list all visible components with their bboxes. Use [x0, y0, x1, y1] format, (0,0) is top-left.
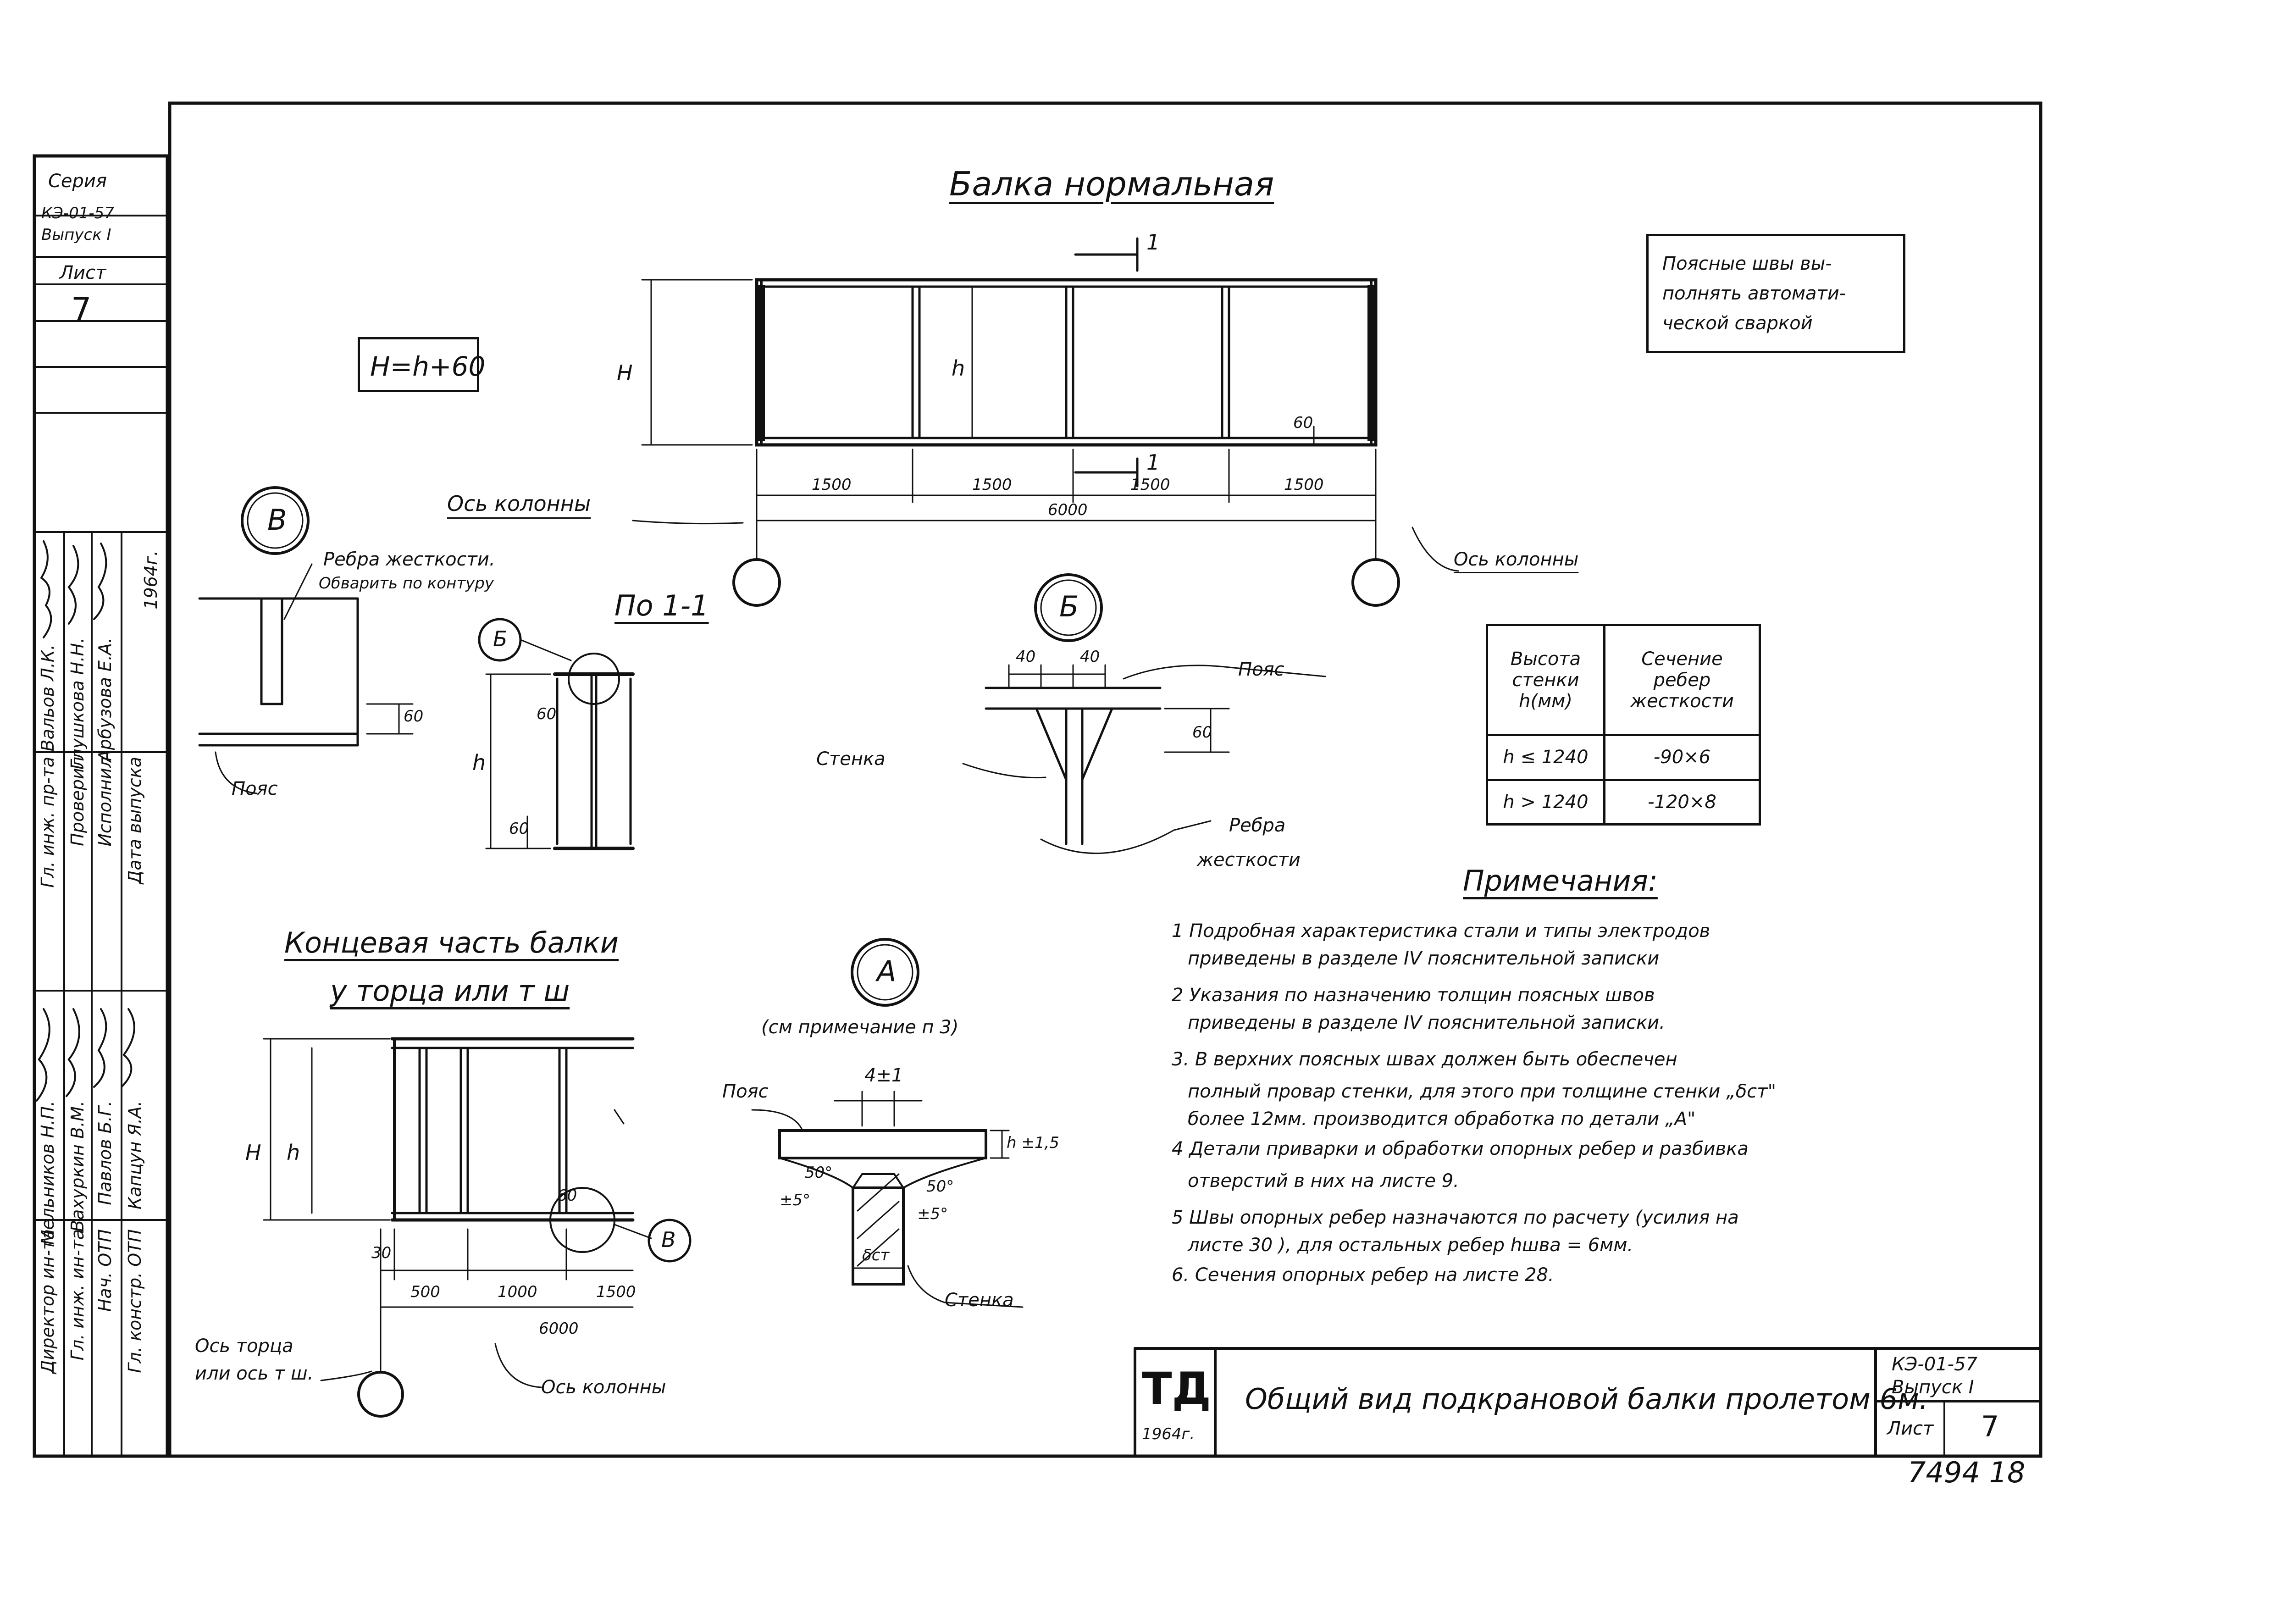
drawing-title: Общий вид подкрановой балки пролетом 6м.	[1245, 1382, 1928, 1416]
angle-50-right: 50°	[926, 1177, 954, 1196]
table-cell: h ≤ 1240	[1486, 734, 1605, 781]
main-title: Балка нормальная	[949, 165, 1274, 203]
stiffener-table: Высота стенки h(мм) Сечение ребер жестко…	[1486, 624, 1761, 826]
section-mark-bottom: 1	[1146, 450, 1160, 475]
note-line: 6. Сечения опорных ребер на листе 28.	[1172, 1264, 1554, 1286]
note-line: 3. В верхних поясных швах должен быть об…	[1172, 1049, 1677, 1070]
dim-end-total: 6000	[539, 1319, 579, 1338]
angle-50-left: 50°	[805, 1164, 833, 1182]
rib-label-b-2: жесткости	[1197, 849, 1301, 870]
detail-v-ref-label: В	[661, 1227, 676, 1252]
table-cell: -90×6	[1603, 734, 1761, 781]
block-sheet-number: 7	[1981, 1410, 1999, 1443]
logo-year: 1964г.	[1142, 1425, 1195, 1443]
logo: ТД	[1142, 1363, 1211, 1414]
dim-total-main: 6000	[1048, 501, 1088, 519]
stamp-sheet-label: Лист	[60, 262, 106, 283]
dim-40-b: 40	[1080, 648, 1100, 666]
note-line: 2 Указания по назначению толщин поясных …	[1172, 985, 1655, 1006]
note-line: приведены в разделе IV пояснительной зап…	[1188, 1012, 1665, 1033]
flange-label-v: Пояс	[232, 778, 278, 799]
stamp-series: КЭ-01-57	[41, 204, 114, 222]
dim-bay-1: 1500	[812, 476, 852, 494]
dim-H-end: H	[245, 1140, 261, 1165]
formula-box: H=h+60	[358, 337, 485, 392]
weld-note-line: полнять автомати-	[1662, 283, 1846, 304]
angle-5-left: ±5°	[780, 1191, 811, 1209]
dim-bay-3: 1500	[1130, 476, 1170, 494]
dim-end-bay-3: 1500	[596, 1283, 636, 1301]
dim-40-a: 40	[1016, 648, 1036, 666]
end-part-title-1: Концевая часть балки	[284, 926, 619, 959]
dim-60-end: 60	[557, 1186, 577, 1205]
axis-column-left: Ось колонны	[447, 491, 591, 516]
stamp-series-label: Серия	[48, 171, 107, 192]
note-line: 5 Швы опорных ребер назначаются по расче…	[1172, 1207, 1739, 1228]
dim-60-section-top: 60	[537, 705, 557, 723]
axis-end-label-2: или ось т ш.	[195, 1363, 314, 1384]
flange-label-a: Пояс	[722, 1081, 769, 1102]
table-header: Сечение ребер жесткости	[1603, 624, 1761, 736]
table-header: Высота стенки h(мм)	[1486, 624, 1605, 736]
note-line: 4 Детали приварки и обработки опорных ре…	[1172, 1138, 1749, 1159]
block-issue: Выпуск I	[1892, 1377, 1974, 1398]
dim-60-section-bottom: 60	[509, 820, 529, 838]
weld-around-label: Обварить по контуру	[319, 574, 494, 593]
note-line: приведены в разделе IV пояснительной зап…	[1188, 948, 1660, 969]
angle-5-right: ±5°	[917, 1205, 948, 1223]
detail-v-circle-label: В	[267, 503, 287, 537]
section-mark-top: 1	[1146, 230, 1160, 255]
table-cell: h > 1240	[1486, 778, 1605, 826]
dim-h-section: h	[472, 750, 486, 775]
rib-label-b-1: Ребра	[1229, 815, 1286, 836]
dim-60-main: 60	[1293, 414, 1313, 432]
note-line: более 12мм. производится обработка по де…	[1188, 1109, 1696, 1130]
formula-text: H=h+60	[370, 351, 486, 382]
note-line: листе 30 ), для остальных ребер hшва = 6…	[1188, 1235, 1633, 1256]
block-sheet-label: Лист	[1887, 1418, 1934, 1439]
dim-60-detail-v: 60	[404, 707, 424, 726]
dim-30-end: 30	[371, 1244, 392, 1262]
dim-bay-2: 1500	[972, 476, 1012, 494]
web-thickness-label: δст	[862, 1246, 890, 1264]
notes-heading: Примечания:	[1463, 864, 1658, 898]
block-series: КЭ-01-57	[1892, 1354, 1977, 1375]
weld-note-line: Поясные швы вы-	[1662, 253, 1832, 274]
detail-b-circle-label: Б	[1059, 590, 1079, 623]
dim-h-main: h	[952, 356, 965, 381]
dim-end-bay-1: 500	[410, 1283, 440, 1301]
dim-end-bay-2: 1000	[498, 1283, 537, 1301]
stamp-sheet: 7	[71, 291, 92, 328]
gap-label: 4±1	[864, 1065, 903, 1086]
dim-h-end: h	[287, 1140, 300, 1165]
see-note-label: (см примечание п 3)	[761, 1017, 959, 1038]
detail-b-ref-label: Б	[493, 626, 508, 651]
axis-column-right: Ось колонны	[1454, 549, 1579, 570]
note-line: отверстий в них на листе 9.	[1188, 1170, 1459, 1192]
note-line: полный провар стенки, для этого при толщ…	[1188, 1081, 1776, 1102]
axis-end-label-1: Ось торца	[195, 1336, 293, 1357]
stiffeners-label: Ребра жесткости.	[323, 549, 495, 570]
table-cell: -120×8	[1603, 778, 1761, 826]
weld-note-line: ческой сваркой	[1662, 313, 1813, 334]
dim-60-detail-b: 60	[1192, 723, 1212, 742]
section-1-1-title: По 1-1	[614, 589, 709, 622]
h15-label: h ±1,5	[1007, 1134, 1059, 1152]
dim-bay-4: 1500	[1284, 476, 1324, 494]
stamp-issue: Выпуск I	[41, 226, 111, 244]
flange-label-b: Пояс	[1238, 659, 1284, 680]
dim-H-main: H	[617, 360, 633, 385]
web-label-a: Стенка	[945, 1290, 1014, 1311]
weld-note-box: Поясные швы вы- полнять автомати- ческой…	[1646, 234, 1905, 353]
detail-a-circle-label: А	[877, 954, 897, 988]
end-part-title-2: у торца или т ш	[330, 974, 570, 1008]
web-label-b: Стенка	[816, 748, 886, 770]
note-line: 1 Подробная характеристика стали и типы …	[1172, 920, 1710, 942]
footer-number: 7494 18	[1908, 1456, 2026, 1489]
axis-column-bottom: Ось колонны	[541, 1377, 666, 1398]
